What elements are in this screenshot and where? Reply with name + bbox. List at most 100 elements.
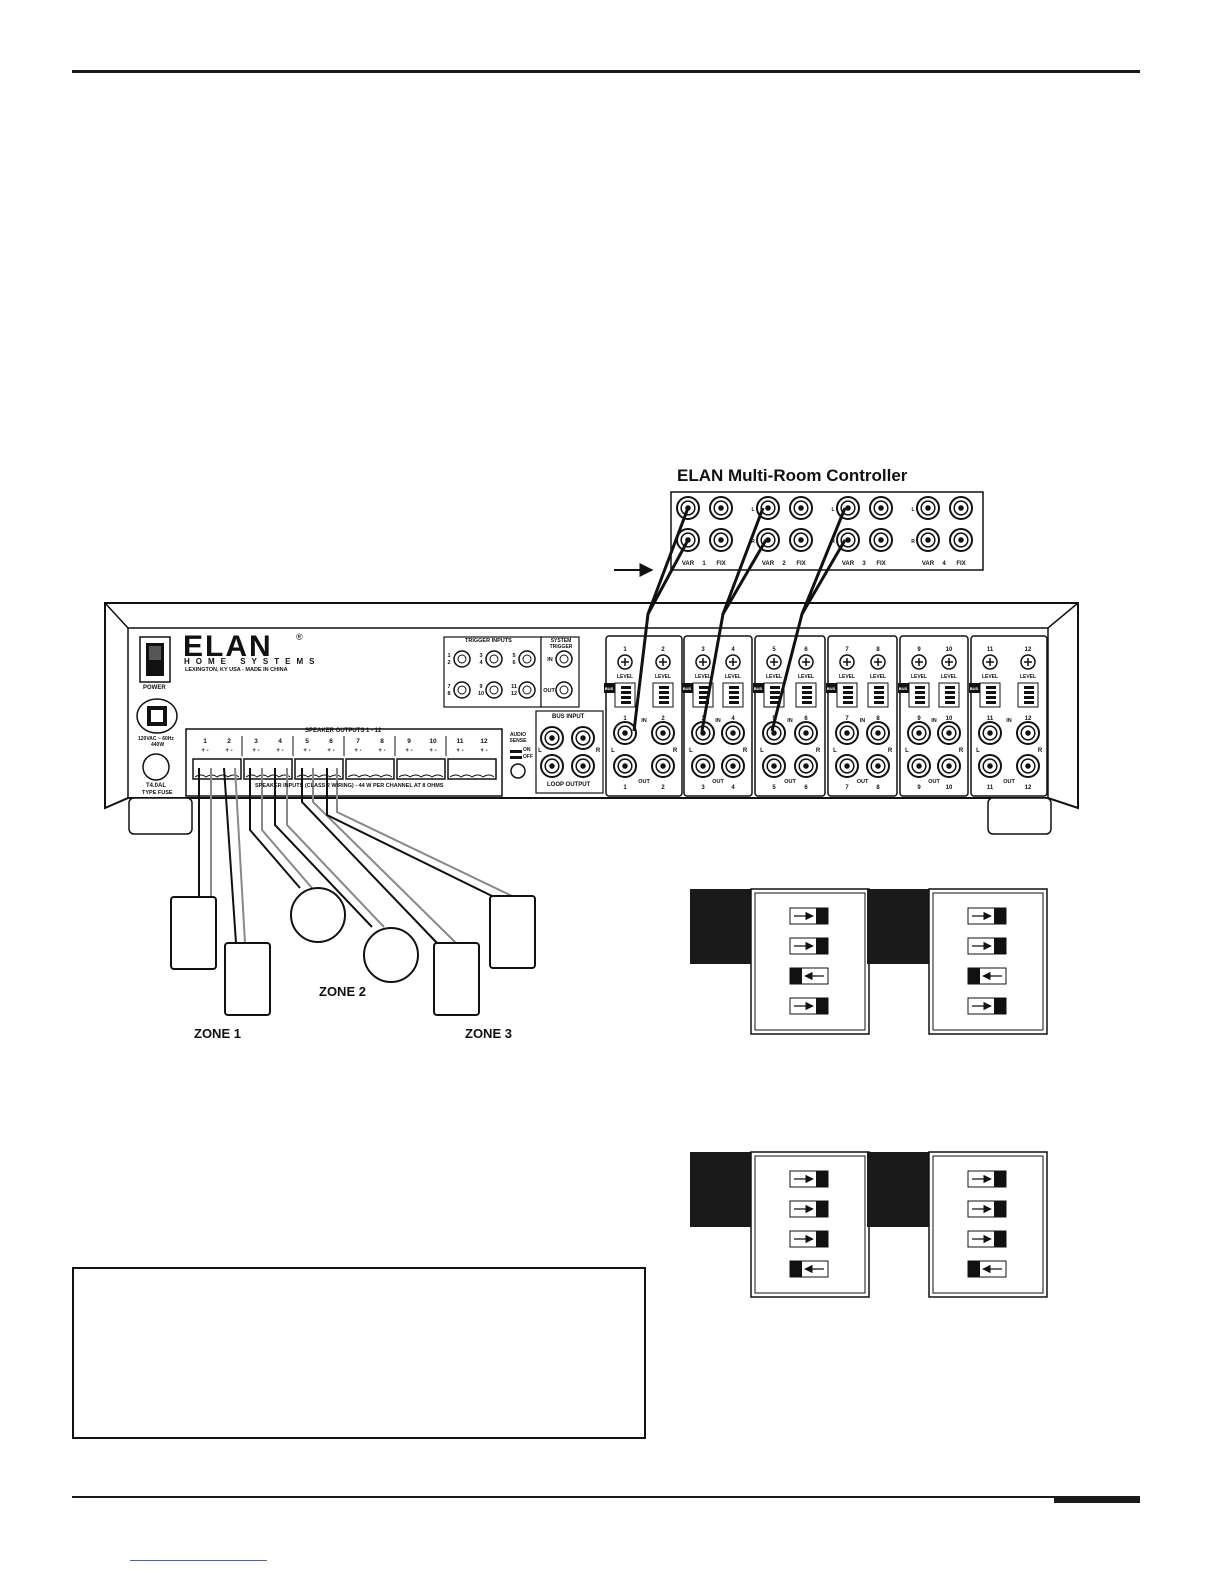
module-dip-switch — [843, 686, 853, 689]
controller-fix-r-jack — [869, 528, 893, 552]
module-in-label: IN — [641, 718, 647, 724]
terminal-screws — [398, 774, 444, 778]
dip-switch — [967, 997, 1007, 1015]
dip-panel-bottom-right — [867, 1151, 1048, 1298]
terminal-screws — [449, 774, 495, 778]
dip-black-tab — [690, 1152, 754, 1227]
module-r-label: R — [959, 748, 964, 754]
trigger-input-jack-core — [457, 654, 467, 664]
bus-r-label: R — [596, 748, 601, 754]
terminal-polarity: + - — [252, 748, 259, 754]
module-dip-switch — [874, 691, 884, 694]
foot-left — [128, 797, 193, 835]
dip-switch — [789, 967, 829, 985]
terminal-screws — [347, 774, 393, 778]
controller-var-l-jack — [916, 496, 940, 520]
module-out-channel: 2 — [661, 785, 665, 791]
level-knob-cross — [843, 658, 851, 666]
speaker-channel-number: 5 — [305, 738, 309, 745]
module-dip-switch — [986, 696, 996, 699]
controller-var-r-jack — [916, 528, 940, 552]
dip-switch — [789, 997, 829, 1015]
module-out-r-jack — [651, 754, 675, 778]
level-knob-cross — [699, 658, 707, 666]
dip-switch — [967, 1170, 1007, 1188]
module-dip-switch — [874, 701, 884, 704]
fuse-type-label: TYPE FUSE — [142, 790, 173, 796]
module-channel-number: 10 — [946, 647, 953, 653]
module-in-label: IN — [931, 718, 937, 724]
module-out-r-jack — [794, 754, 818, 778]
terminal-polarity: + - — [378, 748, 385, 754]
module-out-channel: 4 — [731, 785, 735, 791]
speaker-channel-number: 12 — [480, 738, 488, 745]
controller-var-label: VAR — [682, 561, 695, 567]
audio-sense-label: AUDIO SENSE — [509, 732, 527, 744]
module-dip-switch — [699, 691, 709, 694]
module-bus-label: BUS — [827, 686, 836, 691]
module-out-channel: 11 — [987, 785, 994, 791]
dip-panel-bottom-left — [690, 1151, 870, 1298]
module-dip-switch — [843, 701, 853, 704]
module-in-label: IN — [715, 718, 721, 724]
controller-r-label: R — [911, 539, 915, 545]
level-knob-cross — [986, 658, 994, 666]
module-dip-switch — [729, 696, 739, 699]
trigger-pair-label: 5 — [512, 653, 515, 659]
module-dip-switch — [986, 686, 996, 689]
module-dip-switch — [659, 701, 669, 704]
module-channel-number: 11 — [987, 647, 994, 653]
module-bus-label: BUS — [683, 686, 692, 691]
speaker-zone1-a — [170, 896, 217, 970]
speaker-terminal-plug — [447, 758, 497, 780]
terminal-polarity: + - — [354, 748, 361, 754]
trigger-input-jack-core — [522, 654, 532, 664]
controller-l-label: L — [751, 507, 754, 513]
speaker-zone1-b — [224, 942, 271, 1016]
module-out-label: OUT — [928, 779, 940, 785]
trigger-input-jack-core — [457, 685, 467, 695]
module-dip-switch — [729, 691, 739, 694]
dip-switch — [967, 1200, 1007, 1218]
dip-switch — [789, 937, 829, 955]
power-label: POWER — [143, 685, 166, 691]
dip-black-tab — [867, 889, 931, 964]
module-dip-switch — [802, 691, 812, 694]
controller-fix-r-jack — [949, 528, 973, 552]
module-bus-label: BUS — [970, 686, 979, 691]
module-channel-number: 8 — [876, 647, 880, 653]
controller-r-label: R — [831, 539, 835, 545]
trigger-pair-label: 3 — [479, 653, 482, 659]
module-dip-switch — [915, 691, 925, 694]
speaker-terminal-plug — [294, 758, 344, 780]
trigger-pair-label: 1 — [447, 653, 450, 659]
module-out-label: OUT — [638, 779, 650, 785]
module-bus-tag — [898, 683, 909, 693]
module-dip-switch — [1024, 701, 1034, 704]
module-dip-switch — [729, 701, 739, 704]
module-dip-switch — [659, 696, 669, 699]
module-dip-switch — [659, 686, 669, 689]
module-r-label: R — [673, 748, 678, 754]
module-channel-number: 7 — [845, 647, 849, 653]
speaker-terminal-plug — [192, 758, 242, 780]
bus-input-label: BUS INPUT — [552, 714, 585, 720]
speakers — [170, 887, 536, 1016]
speaker-zone3-b — [489, 895, 536, 969]
module-in-channel: 10 — [946, 716, 953, 722]
module-out-channel: 9 — [917, 785, 921, 791]
module-bus-tag — [969, 683, 980, 693]
module-out-label: OUT — [784, 779, 796, 785]
module-r-label: R — [816, 748, 821, 754]
sense-off-label: OFF — [523, 754, 533, 760]
module-dip-switch — [915, 696, 925, 699]
module-level-label: LEVEL — [798, 674, 814, 680]
terminal-polarity: + - — [303, 748, 310, 754]
module-level-label: LEVEL — [725, 674, 741, 680]
module-in-label: IN — [787, 718, 793, 724]
module-dip-switch — [1024, 691, 1034, 694]
